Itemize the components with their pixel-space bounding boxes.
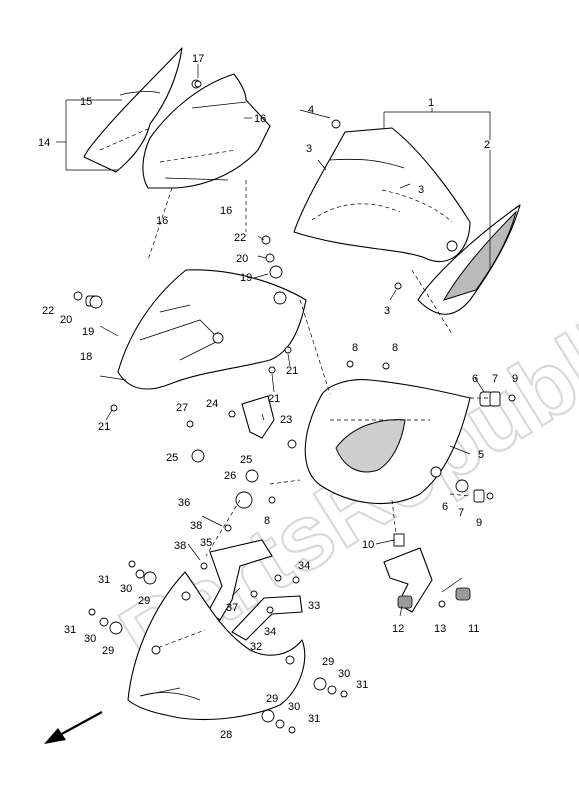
callout-30: 30 [288, 701, 300, 713]
callout-14: 14 [38, 137, 50, 149]
windscreen-part [83, 47, 183, 173]
callout-6: 6 [472, 373, 478, 385]
callout-24: 24 [206, 398, 218, 410]
callout-26: 26 [224, 470, 236, 482]
callout-31: 31 [64, 624, 76, 636]
callout-34: 34 [264, 626, 276, 638]
callout-29: 29 [102, 645, 114, 657]
leader-lines [56, 64, 491, 697]
inner-panel-part [117, 269, 307, 390]
callout-29: 29 [138, 595, 150, 607]
callout-20: 20 [60, 314, 72, 326]
callout-30: 30 [120, 583, 132, 595]
callout-31: 31 [98, 574, 110, 586]
callout-29: 29 [322, 656, 334, 668]
callout-27: 27 [176, 402, 188, 414]
lower-side-cover-part [287, 379, 471, 504]
callout-38: 38 [190, 520, 202, 532]
stay-35-part [207, 539, 273, 621]
stay-32-part [231, 595, 303, 641]
callout-6: 6 [442, 501, 448, 513]
callout-7: 7 [492, 373, 498, 385]
callout-36: 36 [178, 497, 190, 509]
callout-25: 25 [166, 452, 178, 464]
callout-12: 12 [392, 623, 404, 635]
callout-25: 25 [240, 454, 252, 466]
callout-16: 16 [220, 205, 232, 217]
callout-11: 11 [468, 623, 479, 635]
callout-31: 31 [356, 679, 368, 691]
callout-37: 37 [226, 602, 238, 614]
side-panel-left-part [293, 127, 471, 263]
callout-32: 32 [250, 641, 262, 653]
callout-10: 10 [362, 539, 374, 551]
callout-20: 20 [236, 253, 248, 265]
callout-21: 21 [286, 365, 298, 377]
callout-2: 2 [484, 139, 490, 151]
callout-29: 29 [266, 693, 278, 705]
callout-3: 3 [418, 184, 424, 196]
callout-7: 7 [458, 507, 464, 519]
callout-31: 31 [308, 713, 320, 725]
callout-38: 38 [174, 540, 186, 552]
callout-5: 5 [478, 449, 484, 461]
callout-1: 1 [428, 97, 434, 109]
callout-19: 19 [240, 272, 252, 284]
callout-18: 18 [80, 351, 92, 363]
callout-8: 8 [352, 342, 358, 354]
under-cowl-part [127, 571, 306, 721]
callout-34: 34 [298, 560, 310, 572]
callout-22: 22 [234, 232, 246, 244]
callout-23: 23 [280, 414, 292, 426]
callout-3: 3 [306, 143, 312, 155]
front-direction-arrow-icon [44, 711, 103, 744]
callout-15: 15 [80, 96, 92, 108]
callout-30: 30 [338, 668, 350, 680]
callout-21: 21 [268, 393, 280, 405]
fasteners-group [73, 80, 516, 734]
callout-30: 30 [84, 633, 96, 645]
callout-3: 3 [384, 305, 390, 317]
callout-19: 19 [82, 326, 94, 338]
callout-35: 35 [200, 537, 212, 549]
callout-16: 16 [156, 215, 168, 227]
bracket-assembly-part [383, 533, 471, 613]
callout-9: 9 [476, 517, 482, 529]
side-panel-right-part [417, 204, 521, 315]
bracket-23-part [241, 395, 275, 439]
callout-17: 17 [192, 53, 204, 65]
callout-9: 9 [512, 373, 518, 385]
callout-33: 33 [308, 600, 320, 612]
callout-8: 8 [392, 342, 398, 354]
callout-labels: 1 2 3 3 3 4 5 6 6 7 7 8 8 8 9 9 10 11 12… [38, 53, 518, 741]
callout-21: 21 [98, 421, 110, 433]
callout-22: 22 [42, 305, 54, 317]
callout-28: 28 [220, 729, 232, 741]
callout-4: 4 [308, 104, 314, 116]
callout-8: 8 [264, 515, 270, 527]
callout-16: 16 [254, 113, 266, 125]
callout-13: 13 [434, 623, 446, 635]
